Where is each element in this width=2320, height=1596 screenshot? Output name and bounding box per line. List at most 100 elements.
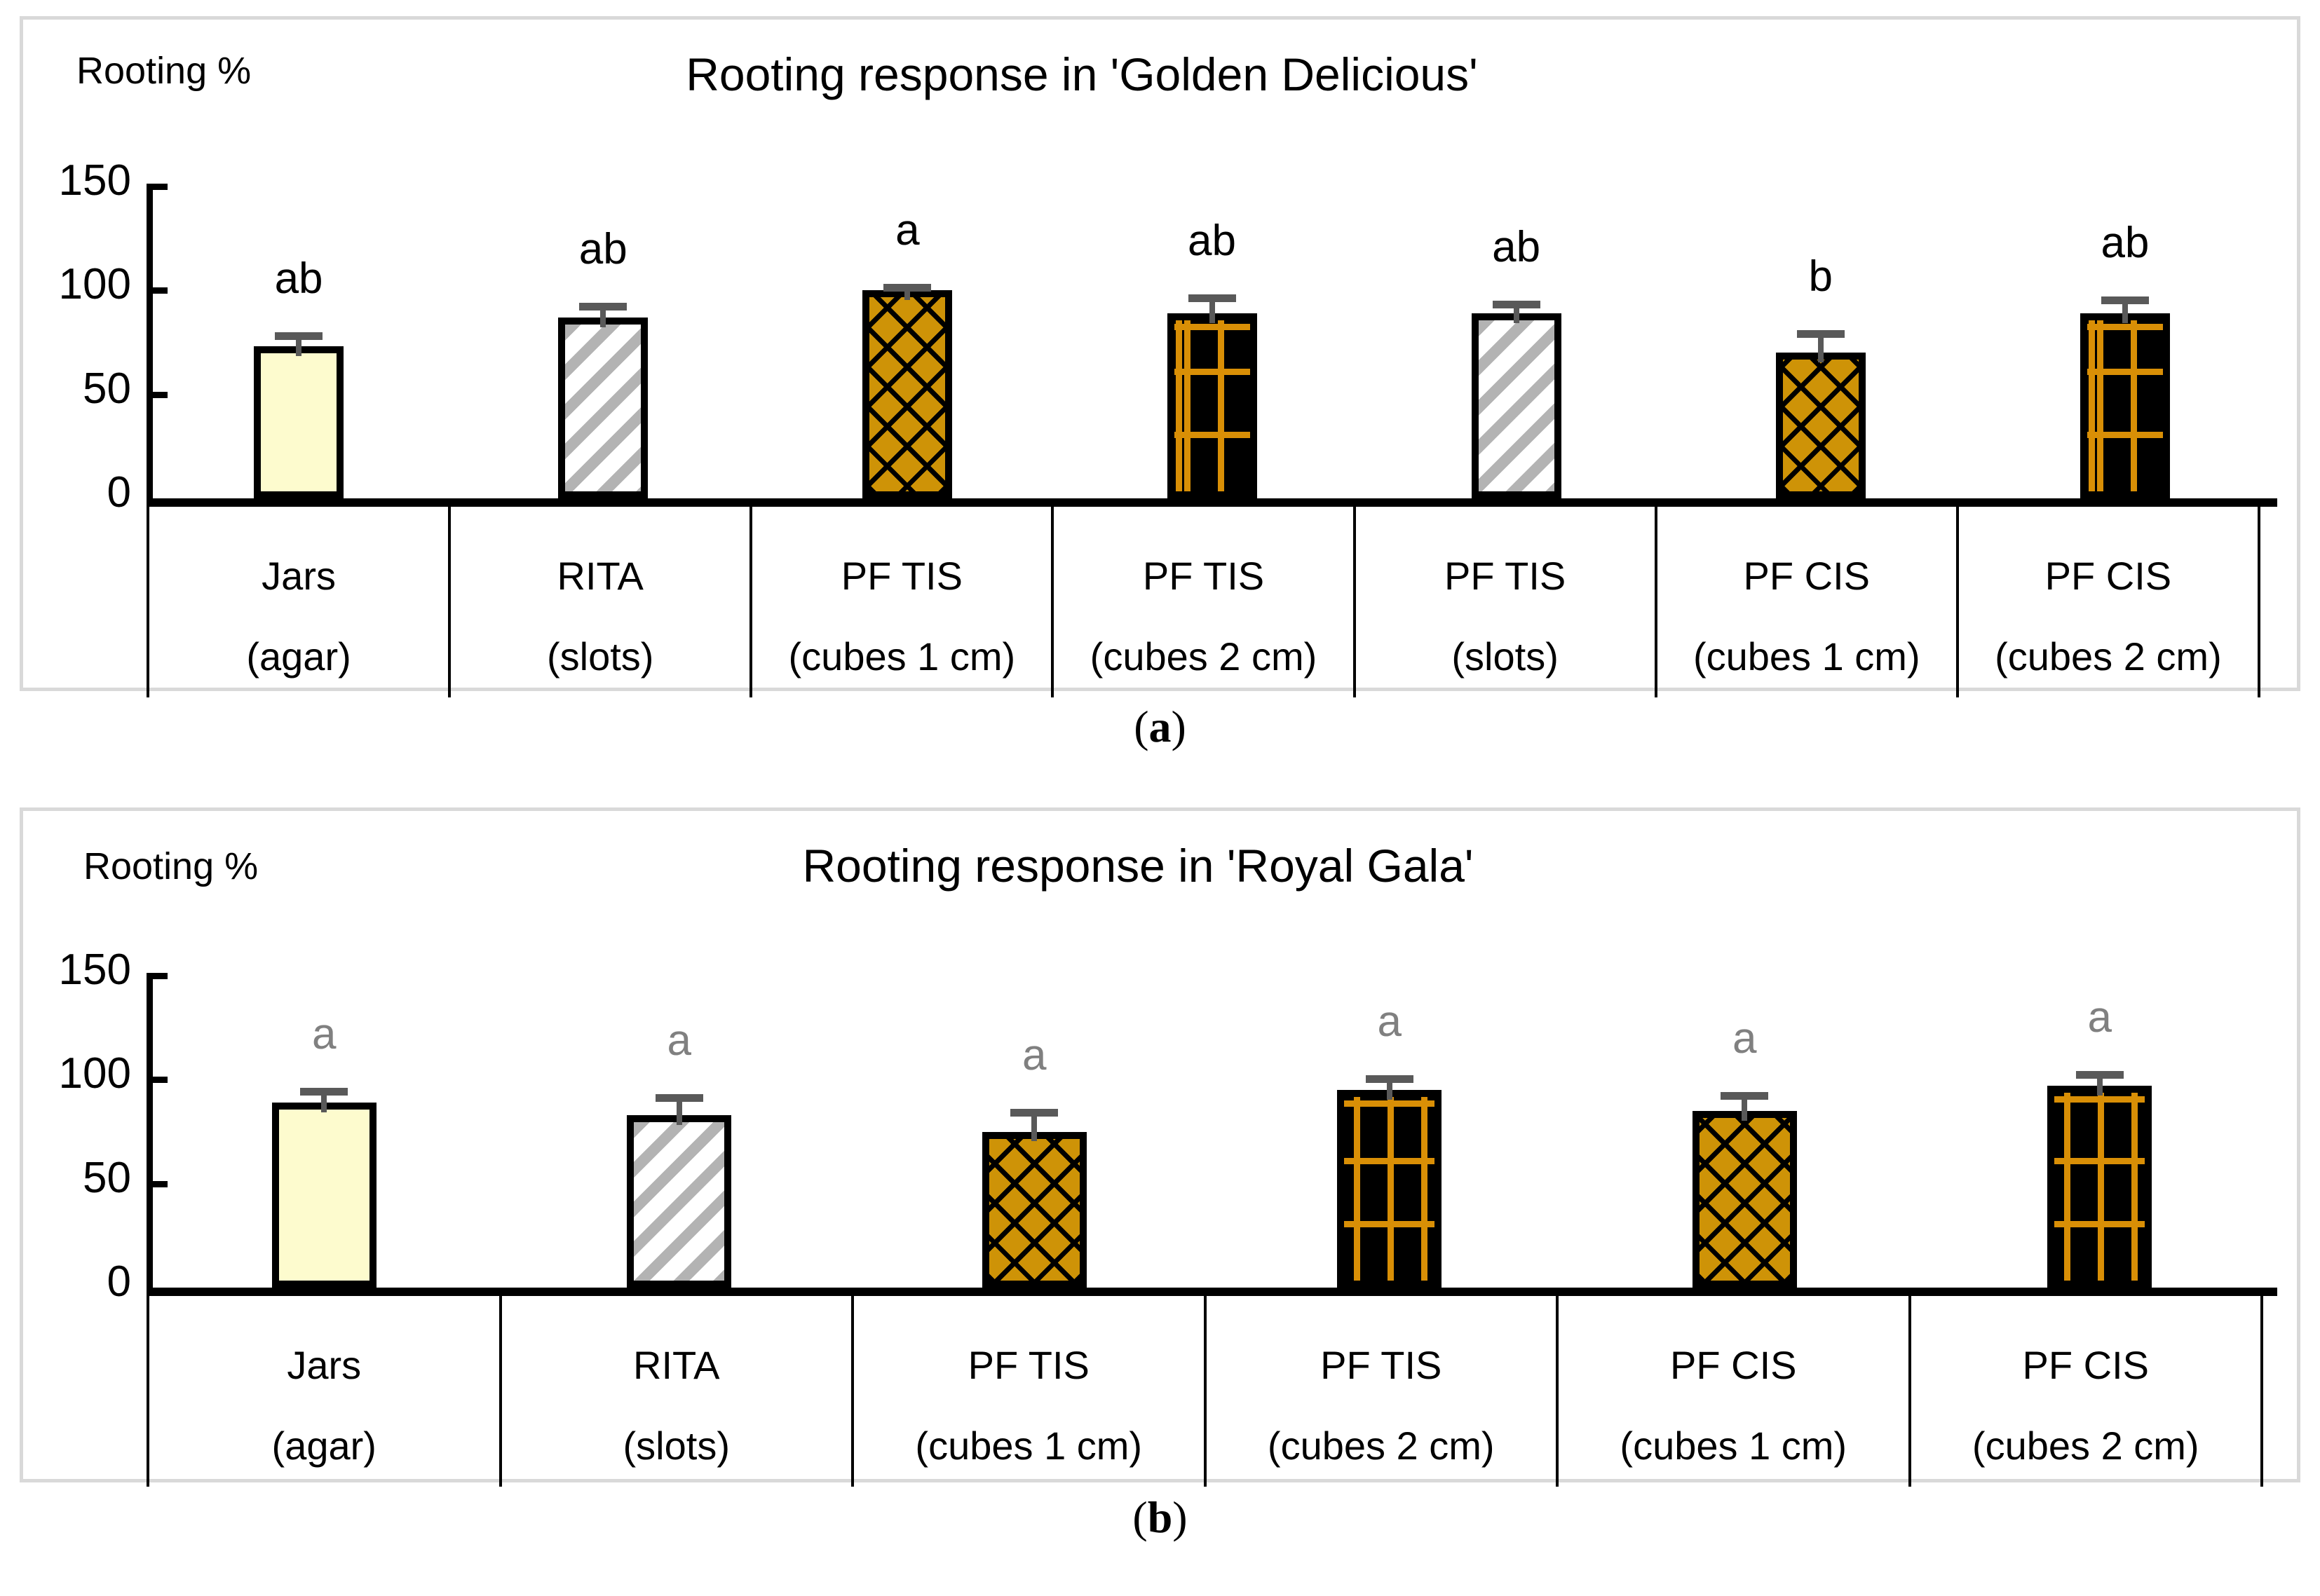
error-bar-cap xyxy=(1492,301,1540,309)
significance-letter: a xyxy=(667,1016,691,1065)
y-axis-label: 50 xyxy=(83,364,131,413)
error-bar-stem xyxy=(600,307,606,327)
error-bar-cap xyxy=(300,1088,348,1096)
category-cell: Jars (agar) xyxy=(147,1296,502,1487)
chart-title: Rooting response in 'Golden Delicious' xyxy=(686,48,1478,100)
error-bar-cap xyxy=(883,284,932,292)
chart-panel-golden-delicious: Rooting response in 'Golden Delicious' Ro… xyxy=(20,16,2300,697)
category-label-primary: RITA xyxy=(557,554,644,598)
chart-panel-royal-gala: Rooting response in 'Royal Gala' Rooting … xyxy=(20,807,2300,1487)
error-bar-stem xyxy=(1513,305,1519,323)
category-cell: PF TIS (cubes 1 cm) xyxy=(749,507,1054,697)
bar xyxy=(982,1131,1087,1288)
bar xyxy=(254,346,344,498)
category-label-primary: PF TIS xyxy=(841,554,963,598)
error-bar-stem xyxy=(2096,1075,2103,1096)
significance-letter: a xyxy=(1377,997,1402,1046)
bar xyxy=(627,1114,732,1288)
y-axis-label: 50 xyxy=(83,1153,131,1202)
category-label-secondary: (cubes 1 cm) xyxy=(788,634,1016,678)
y-axis-title: Rooting % xyxy=(76,50,252,92)
figure-caption-b: (b) xyxy=(1132,1492,1188,1542)
y-axis-label: 100 xyxy=(58,1049,131,1098)
error-bar-stem xyxy=(1209,299,1215,323)
category-label-secondary: (agar) xyxy=(246,634,351,678)
category-cell: PF CIS (cubes 1 cm) xyxy=(1556,1296,1911,1487)
category-cell: PF TIS(slots) xyxy=(1352,507,1657,697)
error-bar-cap xyxy=(1796,329,1845,338)
error-bar-cap xyxy=(579,303,628,311)
significance-letter: ab xyxy=(2101,219,2150,268)
category-label-secondary: (cubes 1 cm) xyxy=(915,1424,1143,1468)
bar xyxy=(1692,1110,1797,1288)
category-cell: PF TIS(cubes 2 cm) xyxy=(1051,507,1356,697)
significance-letter: a xyxy=(1732,1014,1757,1063)
error-bar-cap xyxy=(1365,1075,1413,1084)
category-label-primary: PF CIS xyxy=(2022,1343,2149,1387)
category-cell: PF TIS (cubes 2 cm) xyxy=(1203,1296,1559,1487)
category-cell: PF CIS (cubes 2 cm) xyxy=(1955,507,2260,697)
significance-letter: a xyxy=(312,1010,337,1059)
category-label-secondary: (slots) xyxy=(546,634,654,678)
error-bar-cap xyxy=(655,1094,703,1103)
y-axis-label: 150 xyxy=(58,946,131,994)
category-label-secondary: (slots) xyxy=(623,1424,730,1468)
category-label-primary: Jars xyxy=(287,1343,362,1387)
y-axis-line xyxy=(147,976,153,1296)
bar xyxy=(1775,353,1866,498)
significance-letter: b xyxy=(1808,252,1833,301)
chart-title: Rooting response in 'Royal Gala' xyxy=(802,840,1474,892)
error-bar-cap xyxy=(1188,294,1236,303)
y-axis-tick xyxy=(147,1180,168,1187)
error-bar-cap xyxy=(2075,1071,2124,1079)
y-axis-tick xyxy=(147,973,168,979)
y-axis-label: 0 xyxy=(107,1257,131,1306)
category-label-secondary: (cubes 1 cm) xyxy=(1692,634,1920,678)
y-axis-label: 150 xyxy=(58,156,131,205)
x-axis-line xyxy=(147,498,2277,507)
category-label-secondary: (agar) xyxy=(271,1424,377,1468)
significance-letter: ab xyxy=(274,254,323,303)
category-cell: PF CIS(cubes 2 cm) xyxy=(1908,1296,2263,1487)
bar xyxy=(558,317,649,498)
y-axis-title: Rooting % xyxy=(83,845,259,887)
error-bar-cap xyxy=(275,332,323,340)
category-label-primary: PF TIS xyxy=(1320,1343,1442,1387)
category-label-secondary: (cubes 2 cm) xyxy=(1090,634,1317,678)
bar xyxy=(1471,313,1561,498)
plot-area-a: Rooting response in 'Golden Delicious' Ro… xyxy=(23,20,2297,697)
category-axis-table: Jars(agar)RITA(slots)PF TIS(cubes 1 cm)P… xyxy=(147,1296,2277,1487)
plot-area-b: Rooting response in 'Royal Gala' Rooting … xyxy=(23,811,2297,1487)
significance-letter: a xyxy=(1022,1030,1047,1079)
bar xyxy=(1167,313,1257,498)
category-label-secondary: (cubes 2 cm) xyxy=(1995,634,2222,678)
category-label-secondary: (slots) xyxy=(1451,634,1559,678)
category-label-primary: Jars xyxy=(262,554,336,598)
category-cell: RITA (slots) xyxy=(498,1296,854,1487)
error-bar-cap xyxy=(1010,1108,1059,1117)
y-axis-tick xyxy=(147,391,168,398)
error-bar-stem xyxy=(1742,1096,1748,1121)
y-axis-tick xyxy=(147,1077,168,1084)
category-label-secondary: (cubes 1 cm) xyxy=(1620,1424,1847,1468)
error-bar-stem xyxy=(904,288,911,301)
bar xyxy=(2047,1086,2152,1288)
category-label-primary: PF TIS xyxy=(968,1343,1090,1387)
error-bar-stem xyxy=(321,1092,327,1112)
error-bar-stem xyxy=(2122,301,2128,323)
error-bar-stem xyxy=(1817,334,1824,363)
category-label-primary: PF CIS xyxy=(1670,1343,1797,1387)
category-label-primary: RITA xyxy=(633,1343,720,1387)
y-axis-tick xyxy=(147,287,168,294)
figure-caption-a: (a) xyxy=(1134,702,1186,751)
category-label-primary: PF CIS xyxy=(2044,554,2172,598)
error-bar-cap xyxy=(2101,296,2149,305)
category-label-primary: PF CIS xyxy=(1743,554,1870,598)
category-label-secondary: (cubes 2 cm) xyxy=(1267,1424,1495,1468)
significance-letter: ab xyxy=(578,225,628,274)
bar xyxy=(862,290,953,498)
bar xyxy=(1337,1090,1442,1288)
category-cell: RITA (slots) xyxy=(448,507,753,697)
y-axis-label: 100 xyxy=(58,260,131,309)
